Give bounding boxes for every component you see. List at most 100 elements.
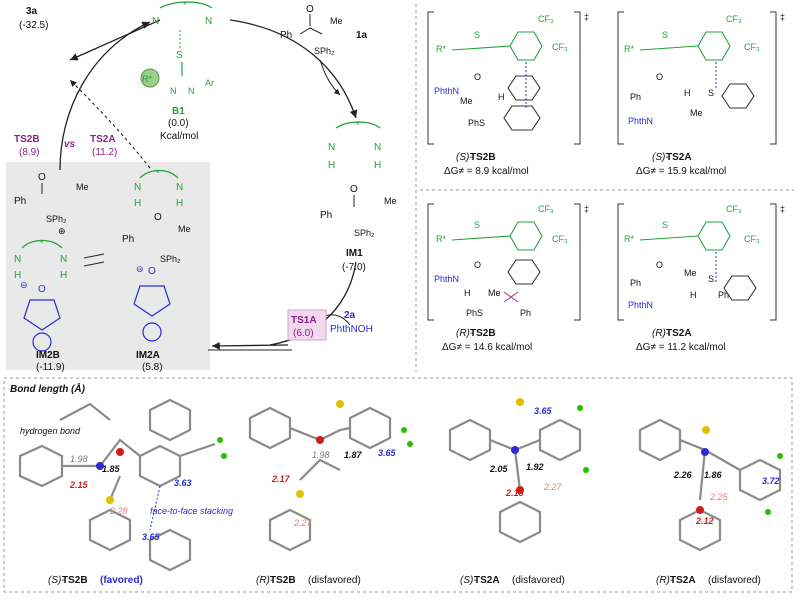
catalyst-b1-structure: * N N S R* N N Ar xyxy=(140,0,214,96)
distance-label: 2.15 xyxy=(69,480,89,490)
product-label: 3a xyxy=(26,6,38,17)
svg-text:Me: Me xyxy=(690,108,703,118)
b1-energy-unit: Kcal/mol xyxy=(160,131,198,142)
im1-label: IM1 xyxy=(346,248,363,259)
ts-panel-r-ts2b: ‡ CF₃ CF₃ S R* O PhthN H Me PhS Ph (R)- … xyxy=(427,203,589,353)
svg-text:SPh₂: SPh₂ xyxy=(160,254,181,264)
svg-text:CF₃: CF₃ xyxy=(726,14,742,24)
svg-text:SPh₂: SPh₂ xyxy=(314,46,335,56)
structure-status: (favored) xyxy=(100,575,143,586)
svg-text:‡: ‡ xyxy=(780,204,785,214)
svg-text:R*: R* xyxy=(436,44,446,54)
svg-text:*: * xyxy=(183,0,187,10)
ts2b-energy: (8.9) xyxy=(19,147,40,158)
svg-text:Ph: Ph xyxy=(14,196,26,207)
distance-label: 3.72 xyxy=(762,476,780,486)
bond-panel-title: Bond length (Å) xyxy=(10,382,86,395)
svg-text:PhthN: PhthN xyxy=(434,274,459,284)
im2-highlight-box xyxy=(6,162,210,370)
svg-text:Me: Me xyxy=(684,268,697,278)
svg-text:H: H xyxy=(498,92,505,102)
distance-label: 2.27 xyxy=(293,518,313,528)
svg-text:O: O xyxy=(474,260,481,270)
structure-name: TS2A xyxy=(670,575,696,586)
svg-text:O: O xyxy=(154,212,162,223)
distance-label: 3.65 xyxy=(534,406,553,416)
svg-text:N: N xyxy=(328,142,335,153)
svg-text:CF₃: CF₃ xyxy=(538,14,554,24)
structure-config: (R)- xyxy=(656,575,674,586)
svg-text:H: H xyxy=(684,88,691,98)
ts2b-label: TS2B xyxy=(14,134,40,145)
svg-text:S: S xyxy=(474,220,480,230)
structure-s-ts2b: hydrogen bond face-to-face stacking 1.98… xyxy=(18,398,233,586)
svg-text:H: H xyxy=(464,288,471,298)
reagent-label: 2a xyxy=(344,310,356,321)
svg-text:N: N xyxy=(205,16,212,27)
svg-text:PhS: PhS xyxy=(468,118,485,128)
distance-label: 2.12 xyxy=(695,516,714,526)
im1-energy: (-7.0) xyxy=(342,262,366,273)
svg-text:Me: Me xyxy=(384,196,397,206)
ts-panel-dg: ΔG≠ = 14.6 kcal/mol xyxy=(442,342,532,353)
ts-panel-config: (S)- xyxy=(652,152,669,163)
svg-text:CF₃: CF₃ xyxy=(744,234,760,244)
ts2a-label: TS2A xyxy=(90,134,116,145)
hbond-label: hydrogen bond xyxy=(20,426,81,436)
svg-text:O: O xyxy=(38,284,46,295)
svg-text:H: H xyxy=(134,198,141,209)
svg-text:S: S xyxy=(662,220,668,230)
substrate-1a-structure: O Ph Me SPh₂ xyxy=(280,4,343,56)
b1-energy: (0.0) xyxy=(168,118,189,129)
svg-text:SPh₂: SPh₂ xyxy=(46,214,67,224)
im2a-energy: (5.8) xyxy=(142,362,163,373)
distance-label: 2.17 xyxy=(271,474,291,484)
svg-text:O: O xyxy=(656,72,663,82)
arrow-1a-in xyxy=(319,59,341,96)
cycle-arrow-b1-im1 xyxy=(229,19,358,119)
ts-panel-r-ts2a: ‡ CF₃ CF₃ S R* O Ph Me S H Ph PhthN (R)-… xyxy=(617,203,785,353)
ts1a-label: TS1A xyxy=(291,315,317,326)
structure-status: (disfavored) xyxy=(308,575,361,586)
cycle-arrow-im1-ts1a xyxy=(269,261,357,346)
structure-config: (S)- xyxy=(48,575,65,586)
distance-label: 1.98 xyxy=(312,450,330,460)
cycle-arrow-im2a-product xyxy=(69,79,151,169)
ts-panel-name: TS2B xyxy=(470,328,496,339)
svg-text:R*: R* xyxy=(624,234,634,244)
distance-label: 2.05 xyxy=(489,464,509,474)
sub1a-label: 1a xyxy=(356,30,368,41)
ts-panel-name: TS2A xyxy=(666,152,692,163)
im2a-label: IM2A xyxy=(136,350,160,361)
svg-text:SPh₂: SPh₂ xyxy=(354,228,375,238)
svg-text:O: O xyxy=(38,172,46,183)
svg-text:O: O xyxy=(350,184,358,195)
svg-text:Ph: Ph xyxy=(718,290,729,300)
distance-label: 2.26 xyxy=(673,470,693,480)
structure-name: TS2B xyxy=(62,575,88,586)
structure-name: TS2A xyxy=(474,575,500,586)
svg-text:PhS: PhS xyxy=(466,308,483,318)
svg-text:N: N xyxy=(176,182,183,193)
structure-status: (disfavored) xyxy=(708,575,761,586)
structure-config: (S)- xyxy=(460,575,477,586)
ts-panels: ‡ CF₃ CF₃ S R* O PhthN Me H PhS (S)- TS2… xyxy=(427,11,785,353)
svg-text:⊕: ⊕ xyxy=(58,226,66,236)
bond-length-panel: Bond length (Å) hydrogen bond face-to-fa… xyxy=(3,377,793,593)
svg-text:CF₃: CF₃ xyxy=(552,42,568,52)
svg-text:Ph: Ph xyxy=(630,92,641,102)
im1-structure: * N N H H O Ph Me SPh₂ xyxy=(320,120,397,238)
distance-label: 2.28 xyxy=(109,506,128,516)
svg-text:O: O xyxy=(474,72,481,82)
svg-text:N: N xyxy=(134,182,141,193)
svg-text:Me: Me xyxy=(178,224,191,234)
distance-label: 3.63 xyxy=(174,478,192,488)
im2b-structure: O Ph Me SPh₂ ⊕ * N N H H O ⊖ xyxy=(14,172,89,352)
structure-s-ts2a: 3.65 2.05 1.92 2.18 2.27 (S)- TS2A (disf… xyxy=(448,398,589,586)
equilibrium-arrow-top xyxy=(83,253,105,259)
svg-text:Me: Me xyxy=(460,96,473,106)
svg-text:CF₃: CF₃ xyxy=(726,204,742,214)
ts-panel-s-ts2a: ‡ CF₃ CF₃ S R* O Ph H S PhthN Me (S)- TS… xyxy=(617,11,785,177)
svg-text:*: * xyxy=(156,168,160,178)
svg-text:⊖: ⊖ xyxy=(20,280,28,290)
